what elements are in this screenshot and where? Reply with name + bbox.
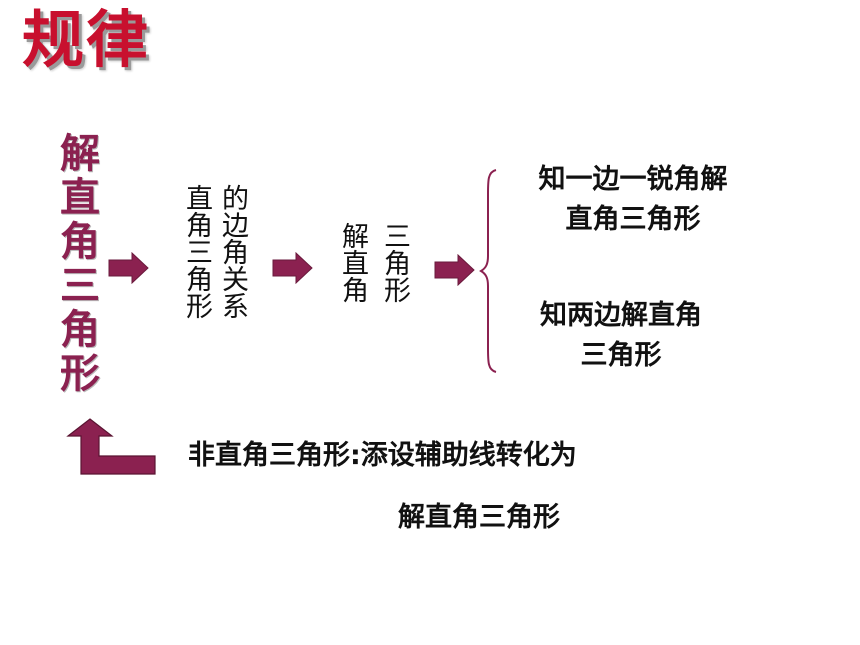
step2-col-right: 三 角 形: [384, 224, 413, 305]
vertical-title-char: 直: [60, 175, 100, 221]
right-arrow-icon: [434, 254, 475, 286]
step1-char: 角: [222, 238, 251, 269]
case1-text: 知一边一锐角解 直角三角形: [508, 160, 758, 240]
step2-char: 直: [342, 249, 371, 280]
vertical-title: 解 直 角 三 角 形: [56, 132, 104, 396]
vertical-title-char: 形: [60, 351, 100, 397]
case1-line1: 知一边一锐角解: [538, 164, 728, 195]
slide-title: 规律: [22, 3, 151, 76]
step2-col-left: 解 直 角: [342, 224, 371, 305]
vertical-title-char: 角: [60, 307, 100, 353]
step1-char: 角: [186, 211, 215, 242]
case1-line2: 直角三角形: [565, 204, 701, 235]
step2-char: 解: [342, 222, 371, 253]
note-line1: 非直角三角形:添设辅助线转化为: [188, 440, 577, 471]
step1-char: 边: [222, 211, 251, 242]
case2-line1: 知两边解直角: [540, 300, 702, 331]
step2-char: 三: [384, 222, 413, 253]
step1-char: 系: [222, 292, 251, 323]
case2-line2: 三角形: [580, 340, 662, 371]
step1-char: 直: [186, 184, 215, 215]
vertical-title-char: 角: [60, 219, 100, 265]
step2-char: 形: [384, 276, 413, 307]
step1-col-left: 直 角 三 角 形: [186, 186, 215, 321]
note-line2: 解直角三角形: [398, 502, 560, 533]
brace-icon: [479, 169, 497, 373]
step1-char: 形: [186, 292, 215, 323]
step1-char: 三: [186, 238, 215, 269]
vertical-title-char: 三: [60, 263, 100, 309]
case2-text: 知两边解直角 三角形: [506, 296, 736, 376]
right-arrow-icon: [108, 252, 149, 284]
vertical-title-char: 解: [60, 131, 100, 177]
right-arrow-icon: [272, 252, 313, 284]
step1-char: 角: [186, 265, 215, 296]
step1-char: 的: [222, 184, 251, 215]
step1-col-right: 的 边 角 关 系: [222, 186, 251, 321]
step2-char: 角: [342, 276, 371, 307]
step1-char: 关: [222, 265, 251, 296]
step2-char: 角: [384, 249, 413, 280]
up-turn-arrow-icon: [66, 418, 156, 475]
